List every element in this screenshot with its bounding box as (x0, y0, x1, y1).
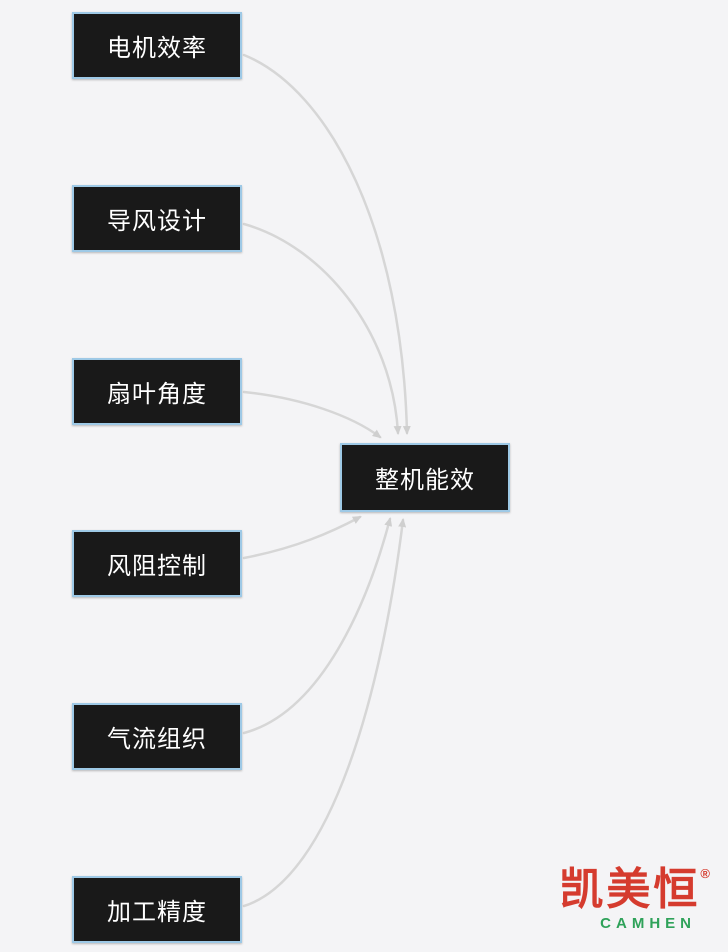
brand-name-english: CAMHEN (600, 915, 696, 933)
arrow-precision-to-target (242, 518, 407, 908)
target-node-overall-efficiency: 整机能效 (340, 443, 510, 512)
registered-trademark-symbol: ® (700, 866, 710, 882)
brand-logo-cn-line: 凯美恒® (559, 864, 710, 916)
factor-node-airflow-organization: 气流组织 (72, 703, 242, 770)
arrow-airflow-to-target (242, 517, 393, 735)
arrow-resistance-to-target (242, 515, 362, 560)
factor-label: 风阻控制 (107, 553, 207, 580)
brand-logo: 凯美恒® CAMHEN (559, 864, 710, 933)
arrow-airguide-to-target (242, 222, 402, 435)
brand-name-chinese: 凯美恒 (559, 864, 701, 916)
factor-node-blade-angle: 扇叶角度 (72, 358, 242, 425)
factor-label: 电机效率 (107, 35, 207, 62)
factor-label: 加工精度 (107, 899, 207, 926)
arrow-motor-to-target (242, 53, 411, 435)
arrow-blade-to-target (242, 390, 382, 439)
factor-node-machining-precision: 加工精度 (72, 876, 242, 943)
factor-label: 气流组织 (107, 726, 207, 753)
factor-node-airguide-design: 导风设计 (72, 185, 242, 252)
target-label: 整机能效 (375, 467, 475, 494)
factor-node-wind-resistance: 风阻控制 (72, 530, 242, 597)
factor-node-motor-efficiency: 电机效率 (72, 12, 242, 79)
factor-label: 扇叶角度 (107, 381, 207, 408)
factor-label: 导风设计 (107, 208, 207, 235)
